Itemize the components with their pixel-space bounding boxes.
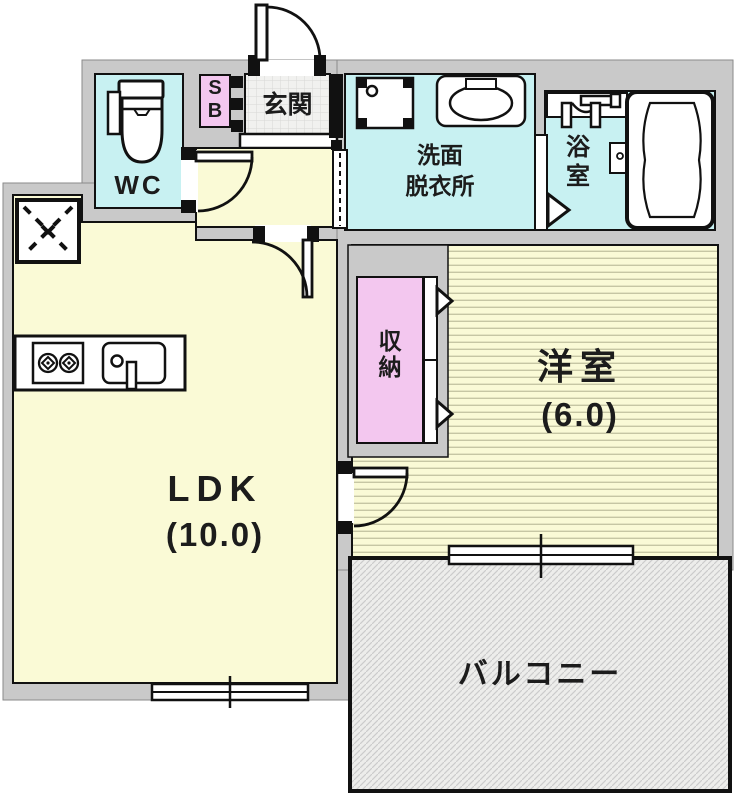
room-shoe-box [199, 74, 231, 128]
closet-label: 収 納 [378, 328, 402, 381]
ldk-size: (10.0) [165, 516, 265, 553]
shoe-box-label: S B [207, 77, 223, 122]
toilet-icon [106, 79, 165, 164]
hall-ldk-door [251, 225, 319, 299]
bathtub-icon [625, 90, 715, 230]
bathroom-label: 浴 室 [566, 134, 590, 190]
room-ldk [12, 194, 338, 684]
hallway [195, 147, 338, 228]
western-room-label: 洋室 [536, 346, 623, 387]
bath-counter-icon [546, 92, 628, 129]
closet-folding-door [423, 276, 455, 444]
western-room-label-block: 洋室 (6.0) [420, 338, 737, 434]
washroom-label: 洗面 脱衣所 [405, 142, 475, 200]
washer-pan-icon [355, 76, 415, 130]
ldk-label-block: LDK (10.0) [60, 468, 370, 554]
entrance-label: 玄関 [262, 91, 313, 119]
window-western-balcony [447, 534, 635, 578]
washroom-sliding-door [329, 74, 348, 229]
western-room-size: (6.0) [541, 396, 619, 433]
door-stop-marks [231, 76, 243, 132]
refrigerator-space-icon [15, 198, 81, 264]
wc-label: WC [114, 170, 164, 200]
balcony-label: バルコニー [457, 658, 623, 691]
bath-folding-door [534, 134, 572, 231]
entrance-door [248, 3, 326, 76]
closet [347, 244, 455, 458]
ldk-label: LDK [167, 468, 263, 509]
ldk-western-door [337, 461, 409, 534]
kitchen-counter-icon [13, 334, 187, 392]
vanity-sink-icon [435, 74, 527, 128]
entrance-step [238, 132, 339, 150]
wc-door [181, 147, 254, 213]
window-ldk-south [150, 676, 310, 708]
